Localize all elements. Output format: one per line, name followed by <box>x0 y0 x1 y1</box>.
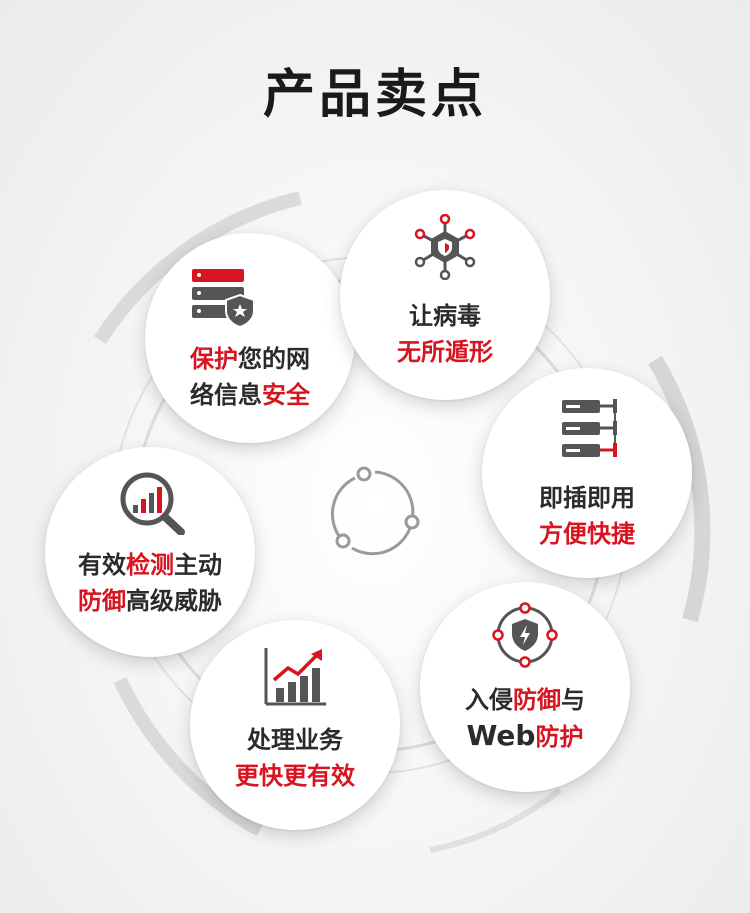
highlight-text: 保护 <box>190 345 238 373</box>
feature-card-protect: 保护您的网 络信息安全 <box>145 233 355 443</box>
feature-line-1: 有效检测主动 <box>45 547 255 583</box>
feature-line-2: 更快更有效 <box>190 758 400 794</box>
page-title: 产品卖点 <box>262 65 487 125</box>
plain-text: 络信息 <box>190 381 262 409</box>
cycle-icon <box>330 466 420 556</box>
plain-text: 有效 <box>78 551 126 579</box>
magnifier-chart-icon <box>120 472 185 535</box>
shield-lightning-icon <box>492 602 558 668</box>
server-shield-icon <box>192 269 255 329</box>
feature-text: 有效检测主动 防御高级威胁 <box>45 547 255 619</box>
feature-card-plug-and-play: 即插即用 方便快捷 <box>482 368 692 578</box>
feature-line-1: 处理业务 <box>190 722 400 758</box>
feature-line-2: 防御高级威胁 <box>45 583 255 619</box>
feature-card-detect: 有效检测主动 防御高级威胁 <box>45 447 255 657</box>
feature-text: 即插即用 方便快捷 <box>482 480 692 552</box>
highlight-text: 无所遁形 <box>397 338 493 366</box>
growth-chart-icon <box>264 648 326 706</box>
feature-line-2: 络信息安全 <box>145 377 355 413</box>
plain-text: 您的网 <box>238 345 310 373</box>
feature-text: 让病毒 无所遁形 <box>340 298 550 370</box>
feature-line-2: 方便快捷 <box>482 516 692 552</box>
plain-text: 让病毒 <box>409 302 481 330</box>
highlight-text: 方便快捷 <box>539 520 635 548</box>
feature-card-intrusion-web: 入侵防御与 Web防护 <box>420 582 630 792</box>
plain-text: 高级威胁 <box>126 587 222 615</box>
plain-text: 与 <box>561 686 585 714</box>
feature-text: 入侵防御与 Web防护 <box>420 682 630 755</box>
highlight-text: 更快更有效 <box>235 762 355 790</box>
feature-card-performance: 处理业务 更快更有效 <box>190 620 400 830</box>
feature-line-1: 即插即用 <box>482 480 692 516</box>
feature-line-1: 保护您的网 <box>145 341 355 377</box>
highlight-text: 防御 <box>78 587 126 615</box>
highlight-text: 防护 <box>535 723 584 751</box>
highlight-text: 防御 <box>513 686 561 714</box>
plain-text: 即插即用 <box>539 484 635 512</box>
feature-line-2: 无所遁形 <box>340 334 550 370</box>
rack-plug-icon <box>562 399 617 457</box>
virus-network-icon <box>414 214 476 280</box>
plain-text: 处理业务 <box>247 726 343 754</box>
feature-card-virus: 让病毒 无所遁形 <box>340 190 550 400</box>
highlight-text: 安全 <box>262 381 310 409</box>
feature-line-2: Web防护 <box>420 718 630 755</box>
feature-line-1: 让病毒 <box>340 298 550 334</box>
plain-text: 入侵 <box>465 686 513 714</box>
highlight-text: 检测 <box>126 551 174 579</box>
plain-text: Web <box>466 719 536 752</box>
feature-text: 处理业务 更快更有效 <box>190 722 400 794</box>
feature-text: 保护您的网 络信息安全 <box>145 341 355 413</box>
plain-text: 主动 <box>174 551 222 579</box>
feature-line-1: 入侵防御与 <box>420 682 630 718</box>
